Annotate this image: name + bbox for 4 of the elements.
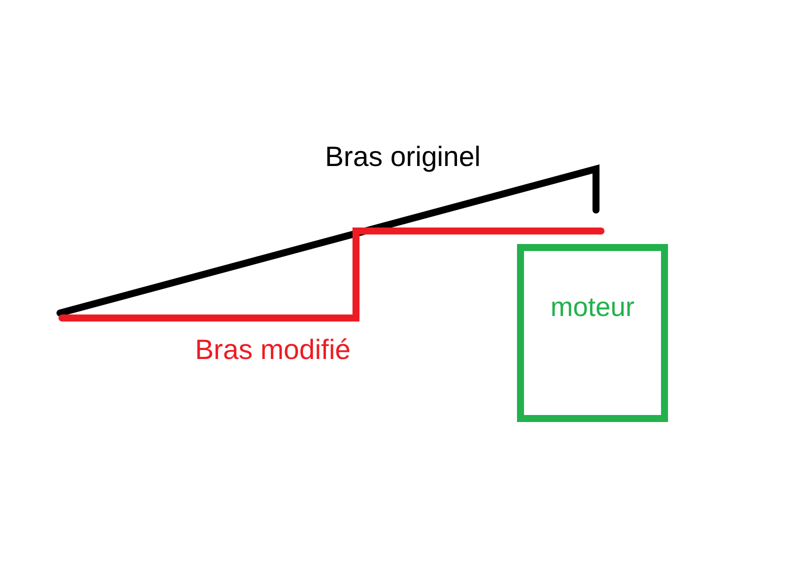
arm-label: Bras modifié	[195, 334, 351, 366]
box-label: moteur	[549, 292, 636, 322]
arm-label: Bras originel	[325, 141, 481, 173]
motor-box	[517, 244, 668, 422]
